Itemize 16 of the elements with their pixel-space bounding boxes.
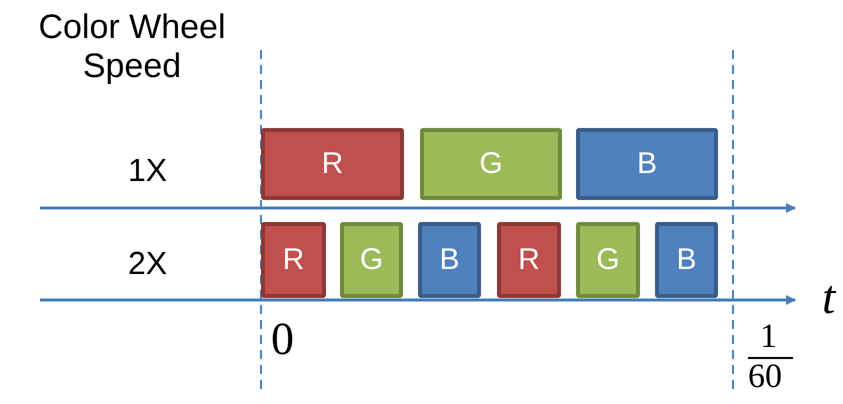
color-segment: B [418, 222, 481, 298]
row-label: 1X [128, 152, 168, 189]
axis-label: t [822, 270, 836, 325]
row-heading: Color Wheel Speed [37, 8, 227, 86]
color-segment: G [420, 128, 562, 200]
color-segment: B [655, 222, 718, 298]
color-segment: G [340, 222, 403, 298]
color-segment: R [261, 222, 326, 298]
color-segment: G [576, 222, 640, 298]
tick-label: 1 [760, 318, 777, 356]
color-segment: R [497, 222, 561, 298]
row-label: 2X [128, 245, 168, 282]
color-segment: R [261, 128, 404, 200]
tick-label: 0 [271, 312, 294, 365]
tick-label: 60 [748, 358, 782, 396]
color-segment: B [576, 128, 718, 200]
